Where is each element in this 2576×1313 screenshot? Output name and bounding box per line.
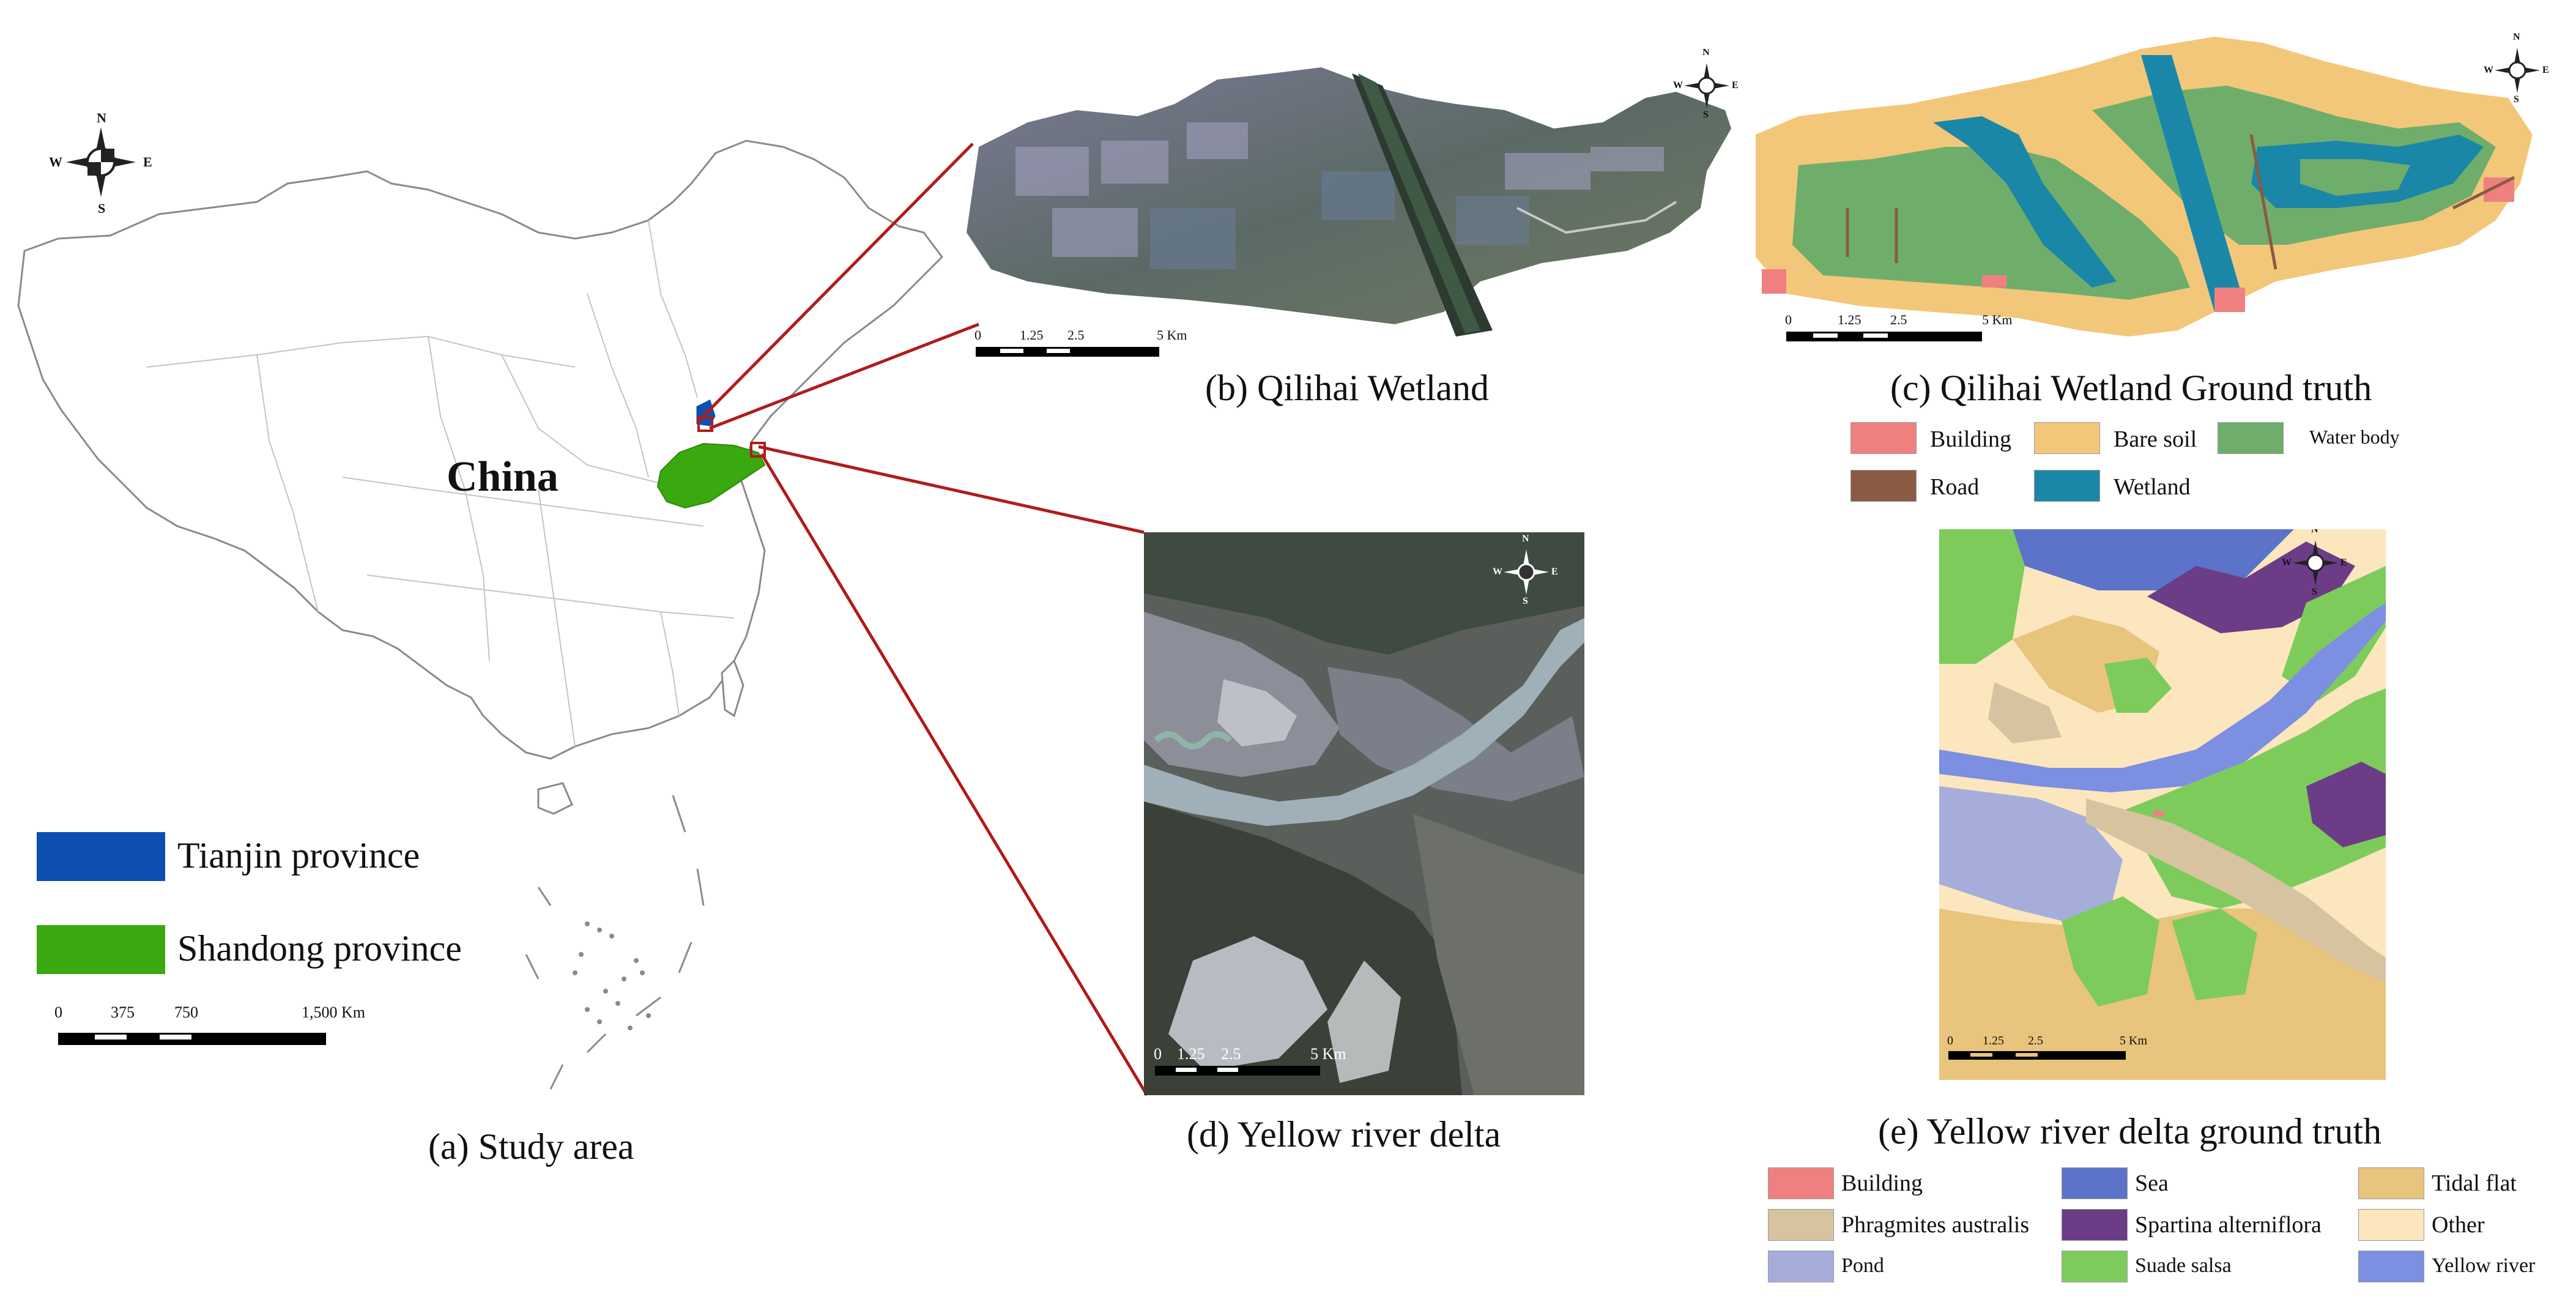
compass-c: N S W E [2484, 32, 2549, 105]
qilihai-satellite-image: 0 1.25 2.5 5 Km N S W E [954, 49, 1750, 367]
legend-e-sea-label: Sea [2135, 1170, 2169, 1196]
legend-e-yellow-river-label: Yellow river [2432, 1254, 2536, 1277]
scale-bar-b: 0 1.25 2.5 5 Km [974, 327, 1196, 364]
scale-bar-c: 0 1.25 2.5 5 Km [1785, 312, 2019, 349]
legend-e-suade-salsa-label: Suade salsa [2135, 1254, 2232, 1277]
compass-e: E [143, 154, 152, 169]
legend-tianjin-swatch [37, 832, 165, 881]
country-label: China [447, 453, 559, 500]
compass-a: N S W E [49, 110, 153, 216]
legend-c-road-swatch [1850, 470, 1917, 502]
legend-e-suade-salsa-swatch [2062, 1251, 2128, 1282]
legend-e-phragmites-label: Phragmites australis [1841, 1212, 2030, 1238]
compass-s: S [98, 201, 106, 216]
caption-c: (c) Qilihai Wetland Ground truth [1890, 368, 2372, 408]
legend-e-sea-swatch [2062, 1167, 2128, 1199]
compass-n: N [97, 110, 106, 125]
qilihai-ground-truth-map: 0 1.25 2.5 5 Km N S W E [1750, 24, 2557, 379]
scale-bar-a: 0 375 750 1,500 Km [54, 1003, 365, 1052]
legend-c-water-body-swatch [2218, 422, 2284, 454]
compass-b: N S W E [1673, 49, 1739, 120]
yellow-river-delta-satellite-image: 0 1.25 2.5 5 Km N S W E [1144, 532, 1584, 1095]
legend-c-building-swatch [1850, 422, 1917, 454]
legend-c-building-label: Building [1930, 426, 2012, 452]
legend-e-phragmites-swatch [1768, 1209, 1834, 1241]
legend-e-other-label: Other [2432, 1212, 2485, 1238]
compass-e: N S W E [2282, 529, 2347, 597]
compass-w: W [49, 154, 62, 169]
legend-e-other-swatch [2358, 1209, 2424, 1241]
legend-e-yellow-river-swatch [2358, 1251, 2424, 1282]
compass-d: N S W E [1493, 534, 1558, 606]
caption-e: (e) Yellow river delta ground truth [1878, 1111, 2382, 1151]
legend-shandong-label: Shandong province [177, 928, 462, 969]
legend-e-tidal-flat-swatch [2358, 1167, 2424, 1199]
legend-e-pond-label: Pond [1841, 1254, 1884, 1277]
legend-e-spartina-swatch [2062, 1209, 2128, 1241]
scale-bar-e: 0 1.25 2.5 5 Km [1947, 1034, 2156, 1071]
legend-e-building-swatch [1768, 1167, 1834, 1199]
caption-a: (a) Study area [428, 1126, 634, 1167]
legend-c-bare-soil-swatch [2034, 422, 2100, 454]
legend-shandong-swatch [37, 925, 165, 974]
caption-d: (d) Yellow river delta [1187, 1114, 1501, 1155]
legend-c-water-body-label: Water body [2309, 426, 2400, 448]
legend-c-wetland-label: Wetland [2114, 474, 2191, 500]
legend-e-tidal-flat-label: Tidal flat [2432, 1170, 2517, 1196]
legend-c-wetland-swatch [2034, 470, 2100, 502]
legend-e-building-label: Building [1841, 1170, 1923, 1196]
legend-c-road-label: Road [1930, 474, 1980, 500]
legend-tianjin-label: Tianjin province [177, 835, 420, 876]
caption-b: (b) Qilihai Wetland [1205, 368, 1489, 408]
yellow-river-delta-ground-truth-map: 0 1.25 2.5 5 Km N S W E [1939, 529, 2386, 1080]
shandong-region [656, 442, 766, 509]
legend-e-spartina-label: Spartina alterniflora [2135, 1212, 2322, 1238]
legend-c-bare-soil-label: Bare soil [2114, 426, 2197, 452]
legend-e-pond-swatch [1768, 1251, 1834, 1282]
scale-bar-d: 0 1.25 2.5 5 Km [1154, 1045, 1375, 1082]
